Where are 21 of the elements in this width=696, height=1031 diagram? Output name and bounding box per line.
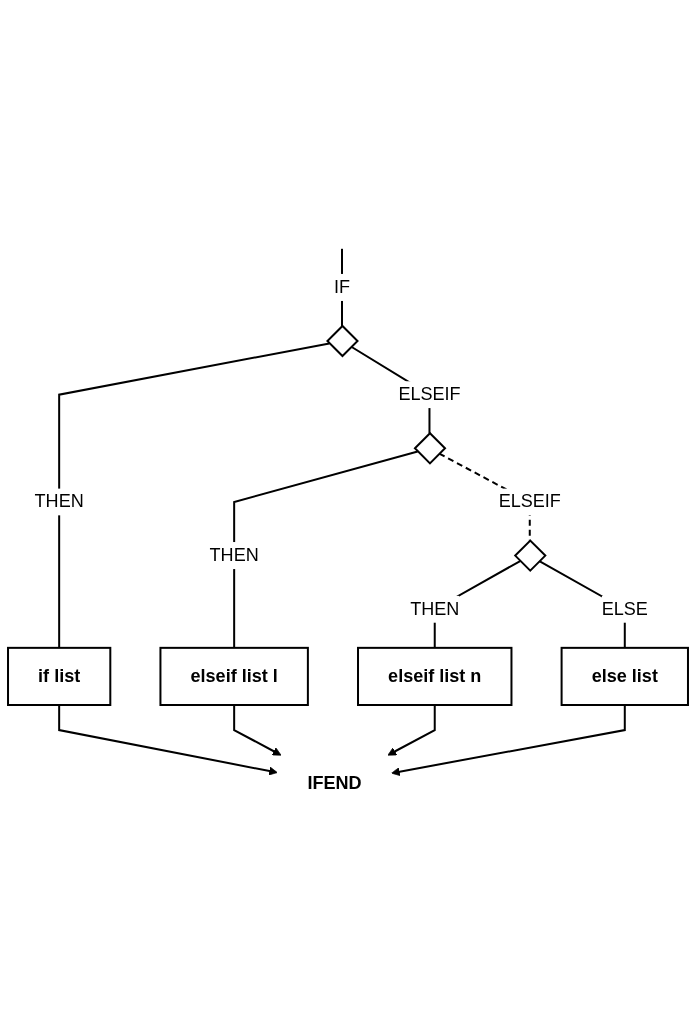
arrow [387, 705, 436, 756]
connector [233, 450, 418, 648]
node-diamond [513, 539, 547, 573]
edge-label: ELSEIF [498, 491, 561, 512]
edge-label: ELSEIF [398, 384, 461, 405]
node-box: else list [560, 646, 689, 706]
arrow [58, 705, 278, 776]
edge-label: THEN [34, 491, 84, 512]
arrow [233, 705, 282, 756]
node-diamond [326, 324, 359, 358]
edge-label: THEN [209, 545, 259, 566]
node-box: elseif list l [159, 646, 309, 706]
arrow [391, 705, 626, 777]
edge-label: IF [333, 276, 350, 297]
node-box: elseif list n [357, 646, 513, 706]
node-text: IFEND [307, 773, 362, 794]
edge-label: ELSE [601, 598, 648, 619]
connector [58, 342, 330, 648]
node-box: if list [7, 646, 112, 706]
node-diamond [413, 431, 447, 465]
edge-label: THEN [410, 598, 460, 619]
